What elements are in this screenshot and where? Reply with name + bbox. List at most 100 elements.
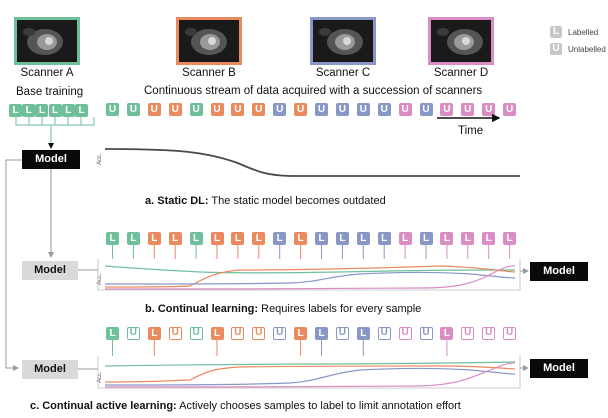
panel-c-tile: L — [440, 327, 454, 340]
panel-c-tile: U — [126, 327, 140, 340]
panel-c-tile: U — [398, 327, 412, 340]
stream-tile: U — [377, 103, 391, 116]
stream-tile: U — [335, 103, 349, 116]
time-label: Time — [458, 125, 484, 137]
scanner-b-label: Scanner B — [182, 67, 236, 79]
panel-c-tile: U — [273, 327, 287, 340]
legend-unlabelled-text: Unlabelled — [568, 45, 606, 54]
panel-c-tile: L — [106, 327, 119, 340]
stream-tile: U — [147, 103, 161, 116]
base-tile: L — [22, 104, 36, 117]
caption-b-text: Requires labels for every sample — [258, 303, 422, 315]
panel-b-tile: L — [482, 232, 496, 245]
base-tile: L — [75, 104, 88, 117]
panel-c-tile: U — [189, 327, 203, 340]
tile-drop-lines — [112, 245, 511, 356]
model-c-output: Model — [530, 359, 588, 378]
panel-b-tile: L — [335, 232, 349, 245]
model-b-input: Model — [22, 261, 78, 280]
stream-tile: U — [189, 103, 203, 116]
legend-labelled-swatch: L — [550, 26, 562, 38]
panel-b-tile: L — [252, 232, 266, 245]
panel-b-tile: L — [147, 232, 161, 245]
caption-b: b. Continual learning: Requires labels f… — [145, 303, 421, 315]
panel-a-accuracy-curve — [104, 148, 520, 177]
model-c-input: Model — [22, 360, 78, 379]
connector-base-to-c — [5, 159, 22, 371]
panel-b-curve-d — [104, 265, 516, 290]
panel-c-tile: U — [419, 327, 433, 340]
stream-tile: U — [294, 103, 308, 116]
panel-b-curve-b — [104, 265, 516, 288]
scanner-b-image — [176, 17, 242, 65]
scanner-a-label: Scanner A — [20, 67, 74, 79]
panel-b-tile: L — [315, 232, 328, 245]
base-tile: L — [35, 104, 49, 117]
panel-c-tile: L — [294, 327, 308, 340]
caption-b-bold: b. Continual learning: — [145, 303, 259, 315]
legend-unlabelled-swatch: U — [550, 43, 562, 55]
scanner-d-image — [428, 17, 494, 65]
panel-c-tile: U — [482, 327, 496, 340]
panel-c-tile: U — [461, 327, 475, 340]
base-tile: L — [61, 104, 75, 117]
stream-tile: U — [356, 103, 370, 116]
panel-b-tile: L — [377, 232, 391, 245]
model-base: Model — [22, 150, 80, 169]
scanner-c-label: Scanner C — [315, 67, 371, 79]
panel-b-curve-c — [104, 271, 516, 285]
stream-tile: U — [482, 103, 496, 116]
stream-tile: U — [440, 103, 454, 116]
legend-labelled-text: Labelled — [568, 28, 599, 37]
panel-c-tile: U — [503, 327, 517, 340]
scanner-d-label: Scanner D — [433, 67, 489, 79]
panel-b-tile: L — [440, 232, 454, 245]
caption-c-text: Actively chooses samples to label to lim… — [176, 400, 461, 412]
stream-tile: U — [461, 103, 475, 116]
base-training-tree — [15, 117, 95, 144]
model-b-output: Model — [530, 262, 588, 281]
scanner-a-image — [14, 17, 80, 65]
panel-c-tile: U — [377, 327, 391, 340]
panel-c-curve-c — [104, 367, 516, 386]
panel-c-tile: L — [210, 327, 224, 340]
panel-c-curve-a — [104, 361, 516, 367]
caption-c: c. Continual active learning: Actively c… — [30, 400, 461, 412]
panel-b-tile: L — [273, 232, 287, 245]
scanner-c-image — [310, 17, 376, 65]
panel-b-tile: L — [168, 232, 182, 245]
stream-tile: U — [210, 103, 224, 116]
stream-tile: U — [398, 103, 412, 116]
panel-b-tile: L — [189, 232, 203, 245]
stream-tile: U — [503, 103, 517, 116]
panel-b-tile: L — [231, 232, 245, 245]
panel-b-tile: L — [210, 232, 224, 245]
base-tile: L — [9, 104, 22, 117]
caption-c-bold: c. Continual active learning: — [30, 400, 177, 412]
panel-b-tile: L — [356, 232, 370, 245]
caption-a-bold: a. Static DL: — [145, 195, 209, 207]
panel-b-tile: L — [126, 232, 140, 245]
stream-tile: U — [126, 103, 140, 116]
caption-a-text: The static model becomes outdated — [208, 195, 386, 207]
panel-c-curve-b — [104, 365, 516, 383]
panel-c-tile: U — [231, 327, 245, 340]
stream-tile: U — [273, 103, 287, 116]
panel-b-tile: L — [461, 232, 475, 245]
panel-c-curve-d — [104, 362, 516, 388]
stream-description: Continuous stream of data acquired with … — [144, 85, 483, 97]
panel-b-tile: L — [419, 232, 433, 245]
panel-c-tile: L — [147, 327, 161, 340]
panel-b-plot-frame — [97, 259, 521, 291]
stream-tile: U — [168, 103, 182, 116]
base-training-label: Base training — [16, 86, 84, 98]
panel-c-tile: L — [356, 327, 370, 340]
panel-b-tile: L — [106, 232, 119, 245]
stream-tile: U — [315, 103, 328, 116]
panel-b-tile: L — [398, 232, 412, 245]
panel-b-curve-a — [104, 265, 516, 274]
panel-b-tile: L — [503, 232, 517, 245]
panel-c-tile: U — [168, 327, 182, 340]
